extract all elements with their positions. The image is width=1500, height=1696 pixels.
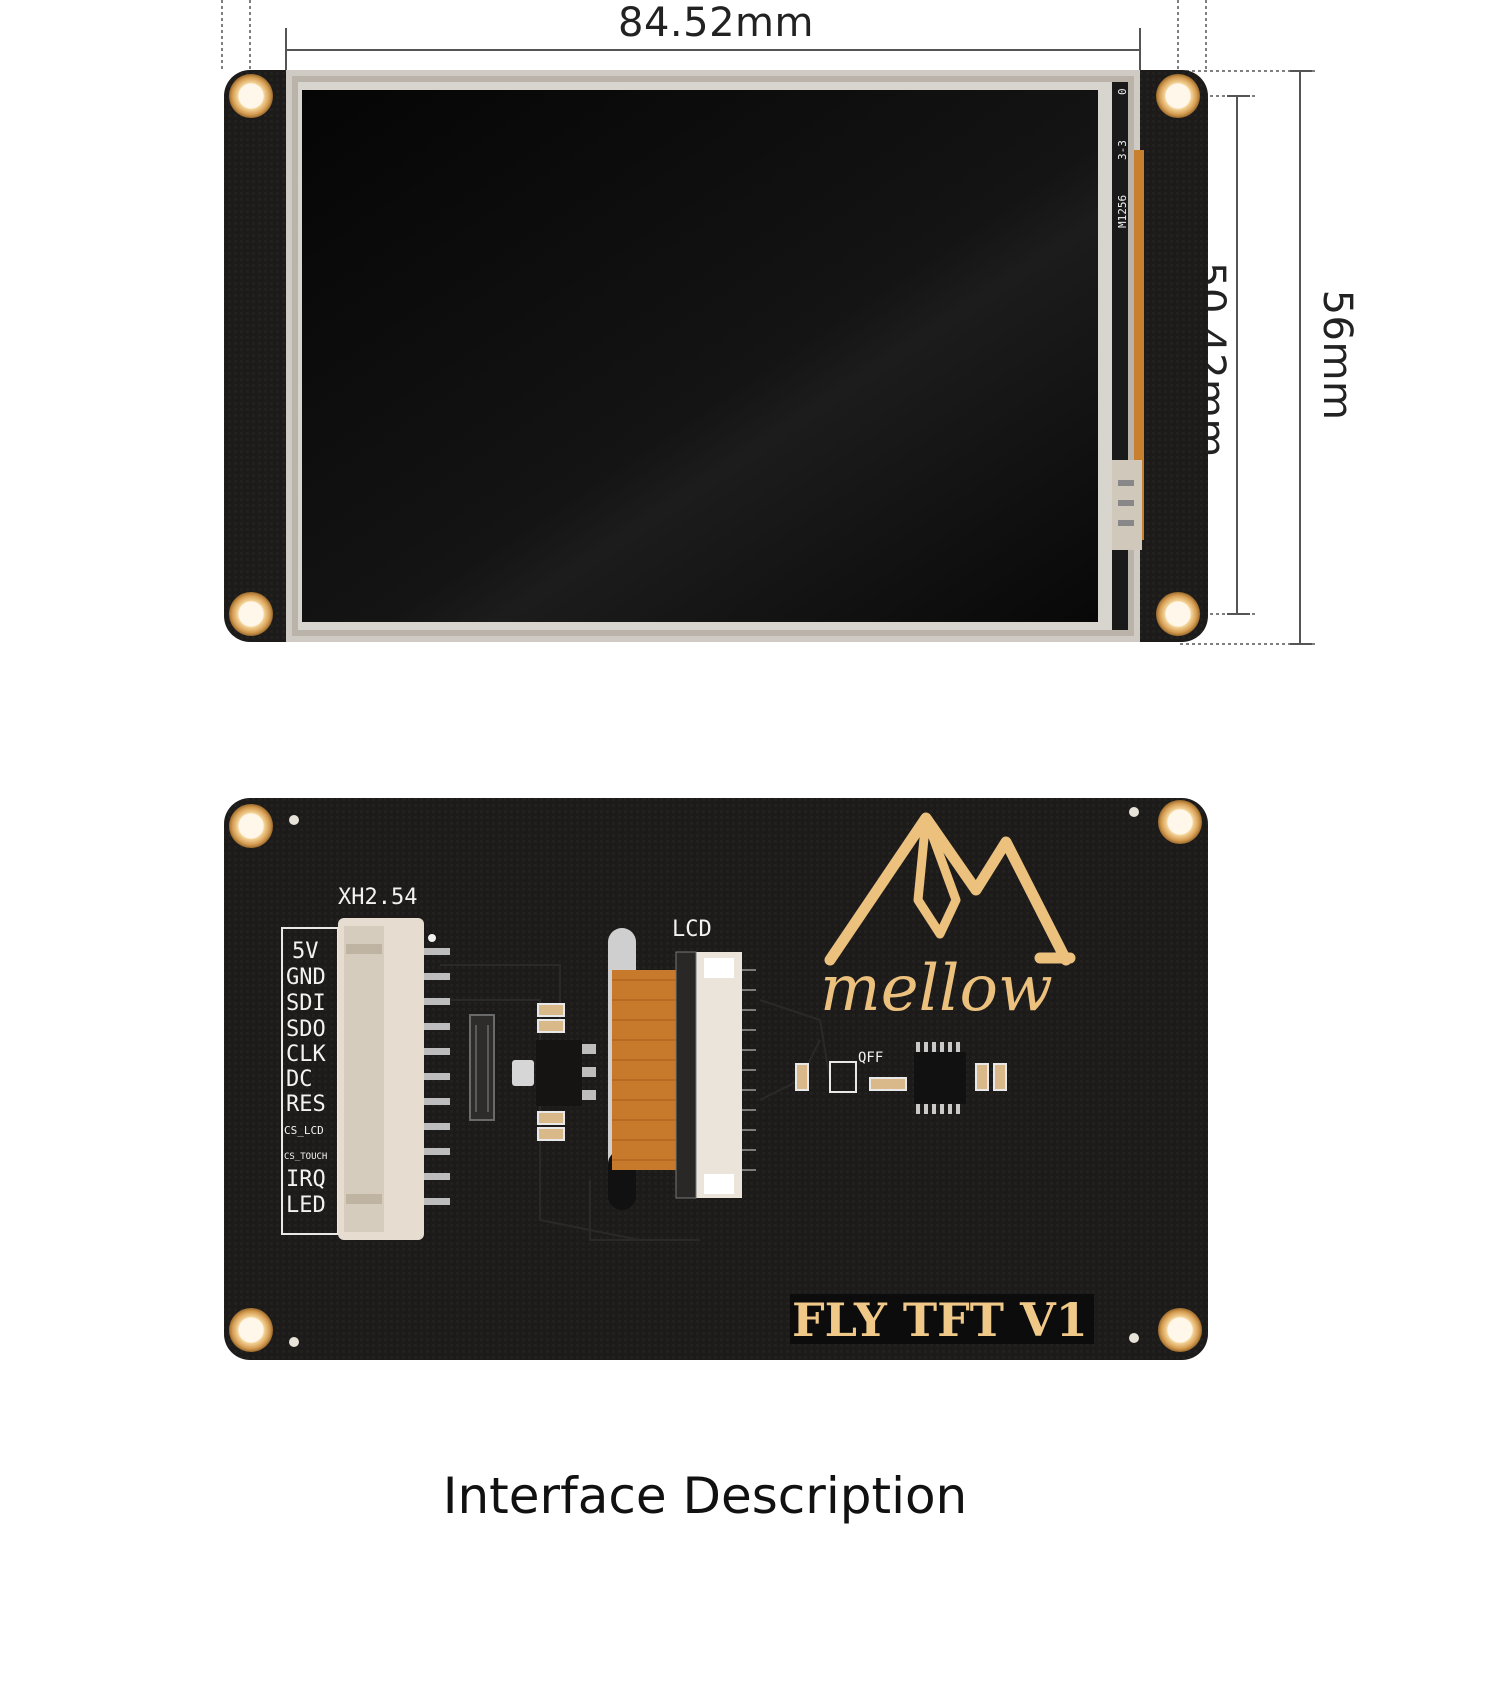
mellow-logo — [824, 812, 1076, 966]
model-label: FLY TFT V1 — [792, 1293, 1088, 1347]
pin-label-gnd: GND — [286, 965, 326, 990]
mounting-hole — [1158, 1308, 1202, 1352]
fpc-marking-3: M1256 — [1116, 195, 1129, 228]
lcd-fpc-connector — [608, 928, 756, 1210]
lcd-screen — [302, 90, 1098, 622]
pin-label-clk: CLK — [286, 1042, 326, 1067]
pin-label-dc: DC — [286, 1067, 313, 1092]
mounting-hole — [1158, 800, 1202, 844]
width-dimension-label: 84.52mm — [618, 0, 814, 46]
dimension-lines — [221, 0, 1316, 645]
mounting-hole — [229, 1308, 273, 1352]
touch-controller: QFF — [795, 1042, 1007, 1114]
fpc-marking-2: 3-3 — [1116, 140, 1129, 160]
pin-label-sdo: SDO — [286, 1017, 326, 1042]
fpc-marking-1: 0 — [1116, 88, 1129, 95]
pin-label-irq: IRQ — [286, 1167, 326, 1192]
lcd-connector-label: LCD — [672, 917, 712, 942]
pin-label-cs-touch: CS_TOUCH — [284, 1152, 327, 1162]
pin-label-cs-lcd: CS_LCD — [284, 1124, 324, 1137]
back-board: XH2.54 5V GND SDI SDO CLK DC RES CS_LCD … — [224, 798, 1208, 1360]
mounting-hole — [229, 592, 273, 636]
front-board: 0 3-3 M1256 — [224, 70, 1208, 642]
connector-label: XH2.54 — [338, 885, 417, 910]
pin-label-5v: 5V — [292, 939, 319, 964]
voltage-regulator — [512, 1040, 596, 1106]
pin-label-sdi: SDI — [286, 991, 326, 1016]
mounting-hole — [229, 804, 273, 848]
touch-fpc-strip — [1134, 150, 1144, 540]
chip-label: QFF — [858, 1050, 883, 1066]
brand-name: mellow — [820, 952, 1053, 1026]
page-caption: Interface Description — [442, 1467, 968, 1525]
model-label-background — [790, 1294, 1094, 1344]
pin-label-res: RES — [286, 1092, 326, 1117]
mounting-hole — [229, 74, 273, 118]
small-fpc-connector — [469, 1014, 495, 1121]
mounting-hole — [1156, 592, 1200, 636]
mounting-hole — [1156, 74, 1200, 118]
pin-label-led: LED — [286, 1193, 326, 1218]
xh-connector — [338, 918, 450, 1240]
